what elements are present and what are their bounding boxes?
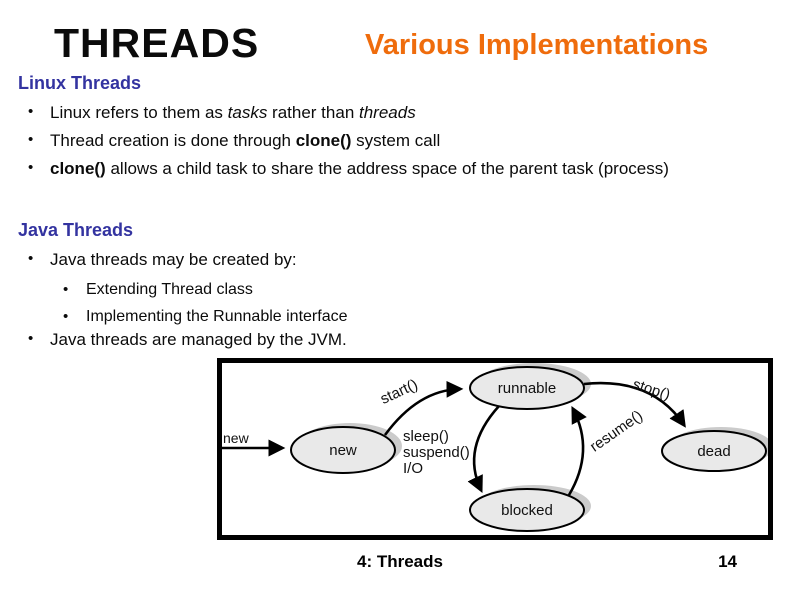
state-label-new: new: [329, 442, 357, 459]
transition-arrow-stop: [583, 381, 686, 428]
bullet-icon: •: [28, 159, 34, 176]
bullet-item: • Java threads are managed by the JVM.: [28, 330, 347, 350]
transition-label-start: start(): [378, 376, 421, 408]
page-title: THREADS: [54, 20, 260, 66]
bullet-text: Java threads are managed by the JVM.: [50, 330, 347, 349]
bullet-icon: •: [63, 281, 69, 298]
transition-label-suspend: suspend(): [403, 444, 470, 461]
bullet-icon: •: [28, 250, 34, 267]
state-dead: [661, 430, 767, 472]
bullet-item: • Implementing the Runnable interface: [63, 308, 348, 326]
bullet-text: Extending Thread class: [86, 281, 253, 298]
bullet-text: Linux refers to them as tasks rather tha…: [50, 103, 416, 122]
bullet-item: • Extending Thread class: [63, 281, 253, 299]
thread-state-diagram: new runnable blocked dead new start() sl…: [217, 358, 773, 540]
transition-label-stop: stop(): [631, 376, 673, 404]
page-number: 14: [718, 552, 737, 571]
bullet-icon: •: [28, 131, 34, 148]
section-heading-linux-threads: Linux Threads: [18, 73, 142, 93]
transition-label-resume: resume(): [587, 407, 646, 455]
state-diagram-canvas: new runnable blocked dead new start() sl…: [222, 363, 768, 532]
bullet-text: Implementing the Runnable interface: [86, 308, 348, 325]
state-blocked: [469, 488, 585, 532]
transition-label-entry: new: [223, 430, 250, 446]
bullet-icon: •: [28, 330, 34, 347]
transition-label-io: I/O: [403, 460, 423, 477]
footer-title: 4: Threads: [357, 552, 443, 571]
bullet-icon: •: [63, 308, 69, 325]
bullet-text: clone() allows a child task to share the…: [50, 159, 669, 178]
transition-label-sleep: sleep(): [403, 428, 449, 445]
transition-arrow-sleep: [467, 405, 500, 494]
bullet-item: • Thread creation is done through clone()…: [28, 131, 440, 151]
bullet-icon: •: [28, 103, 34, 120]
bullet-item: • Java threads may be created by:: [28, 250, 297, 270]
section-heading-java-threads: Java Threads: [18, 220, 134, 240]
transition-arrow-start: [383, 380, 464, 436]
bullet-text: Java threads may be created by:: [50, 250, 297, 269]
bullet-item: • Linux refers to them as tasks rather th…: [28, 103, 416, 123]
state-label-dead: dead: [697, 443, 730, 460]
bullet-item: • clone() allows a child task to share th…: [28, 159, 669, 179]
state-new: [290, 426, 396, 474]
transition-arrow-resume: [567, 406, 587, 496]
page-subtitle: Various Implementations: [365, 29, 709, 61]
state-runnable: [469, 366, 585, 410]
state-label-runnable: runnable: [498, 380, 556, 397]
state-label-blocked: blocked: [501, 502, 553, 519]
bullet-text: Thread creation is done through clone() …: [50, 131, 441, 150]
